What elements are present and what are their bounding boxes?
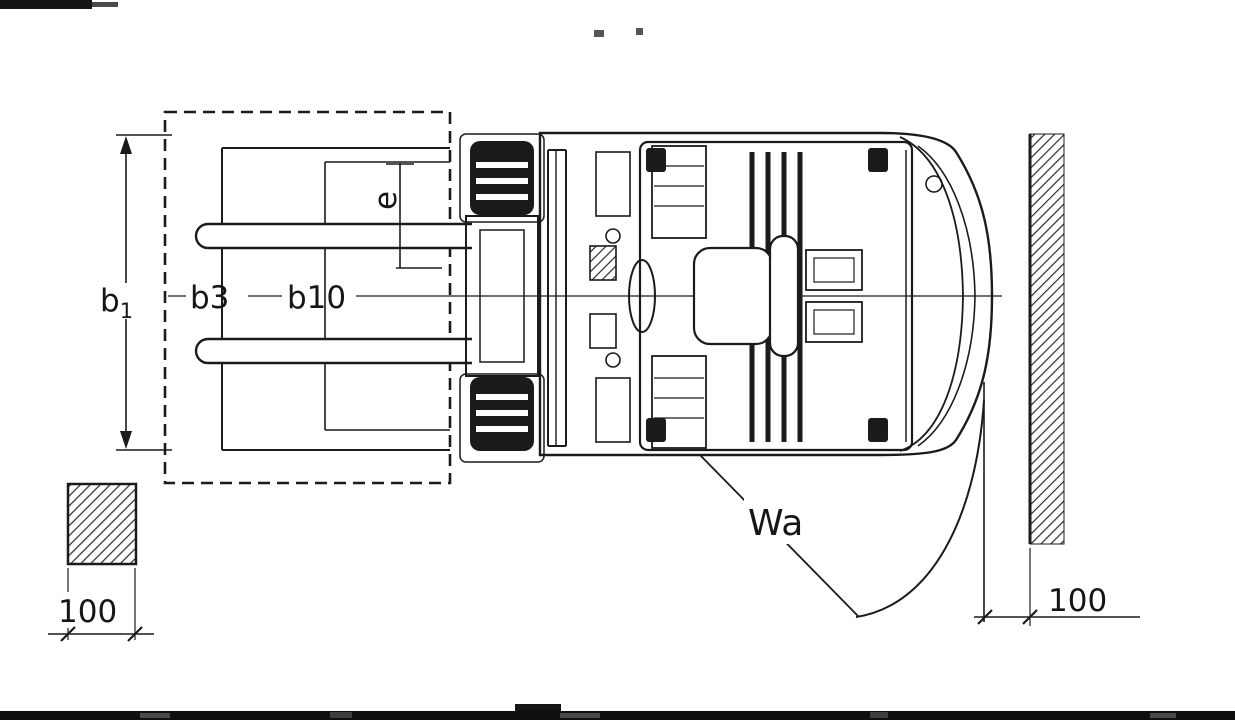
label-clearance-right: 100: [1048, 583, 1107, 619]
bottom-scan-band: [0, 711, 1235, 720]
label-b1: b1: [100, 283, 133, 323]
obstacle-hatch: [66, 482, 138, 566]
cab-internals: [589, 145, 707, 449]
obstacle-block: [48, 482, 154, 642]
front-wheels: [459, 133, 545, 463]
label-e: e: [368, 191, 404, 210]
turning-radius-arc: [855, 399, 985, 618]
seat-cushion: [692, 246, 774, 346]
dim-tick: [60, 626, 76, 642]
label-b3: b3: [190, 280, 229, 316]
dimension-e: [386, 163, 442, 269]
wall-hatch: [1029, 133, 1065, 545]
dim-tick: [1022, 609, 1038, 625]
hood-latch: [925, 175, 943, 193]
load-area: [163, 110, 452, 485]
dimension-wa: [699, 382, 985, 622]
wheel-arch-top: [459, 133, 545, 223]
engine-compartment: [805, 136, 976, 452]
pedal-block: [589, 245, 617, 281]
guard-post: [868, 418, 888, 442]
dimension-clearance-right: [974, 548, 1140, 626]
mast-carriage: [465, 149, 567, 447]
guard-post: [868, 148, 888, 172]
steering-wheel: [628, 259, 656, 333]
dim-tick: [127, 626, 143, 642]
aisle-wall: [1028, 133, 1065, 545]
guard-frame: [638, 140, 914, 452]
forks: [194, 222, 472, 365]
label-clearance-left: 100: [58, 594, 117, 630]
fork-lower: [194, 337, 472, 365]
driver-seat: [692, 234, 800, 358]
counterweight-curve: [899, 136, 964, 452]
label-b10: b10: [287, 280, 346, 316]
wheel-arch-bottom: [459, 373, 545, 463]
dim-tick: [977, 609, 993, 625]
guard-post: [646, 418, 666, 442]
fork-upper: [194, 222, 472, 250]
arrowhead: [120, 431, 132, 449]
guard-post: [646, 148, 666, 172]
seat-backrest: [768, 234, 800, 358]
label-wa: Wa: [748, 503, 803, 544]
arrowhead: [120, 136, 132, 154]
load-outline-dashed: [163, 110, 452, 485]
dimension-b1: [94, 134, 172, 451]
counterweight-curve: [917, 145, 976, 447]
fork-carriage: [465, 215, 539, 377]
